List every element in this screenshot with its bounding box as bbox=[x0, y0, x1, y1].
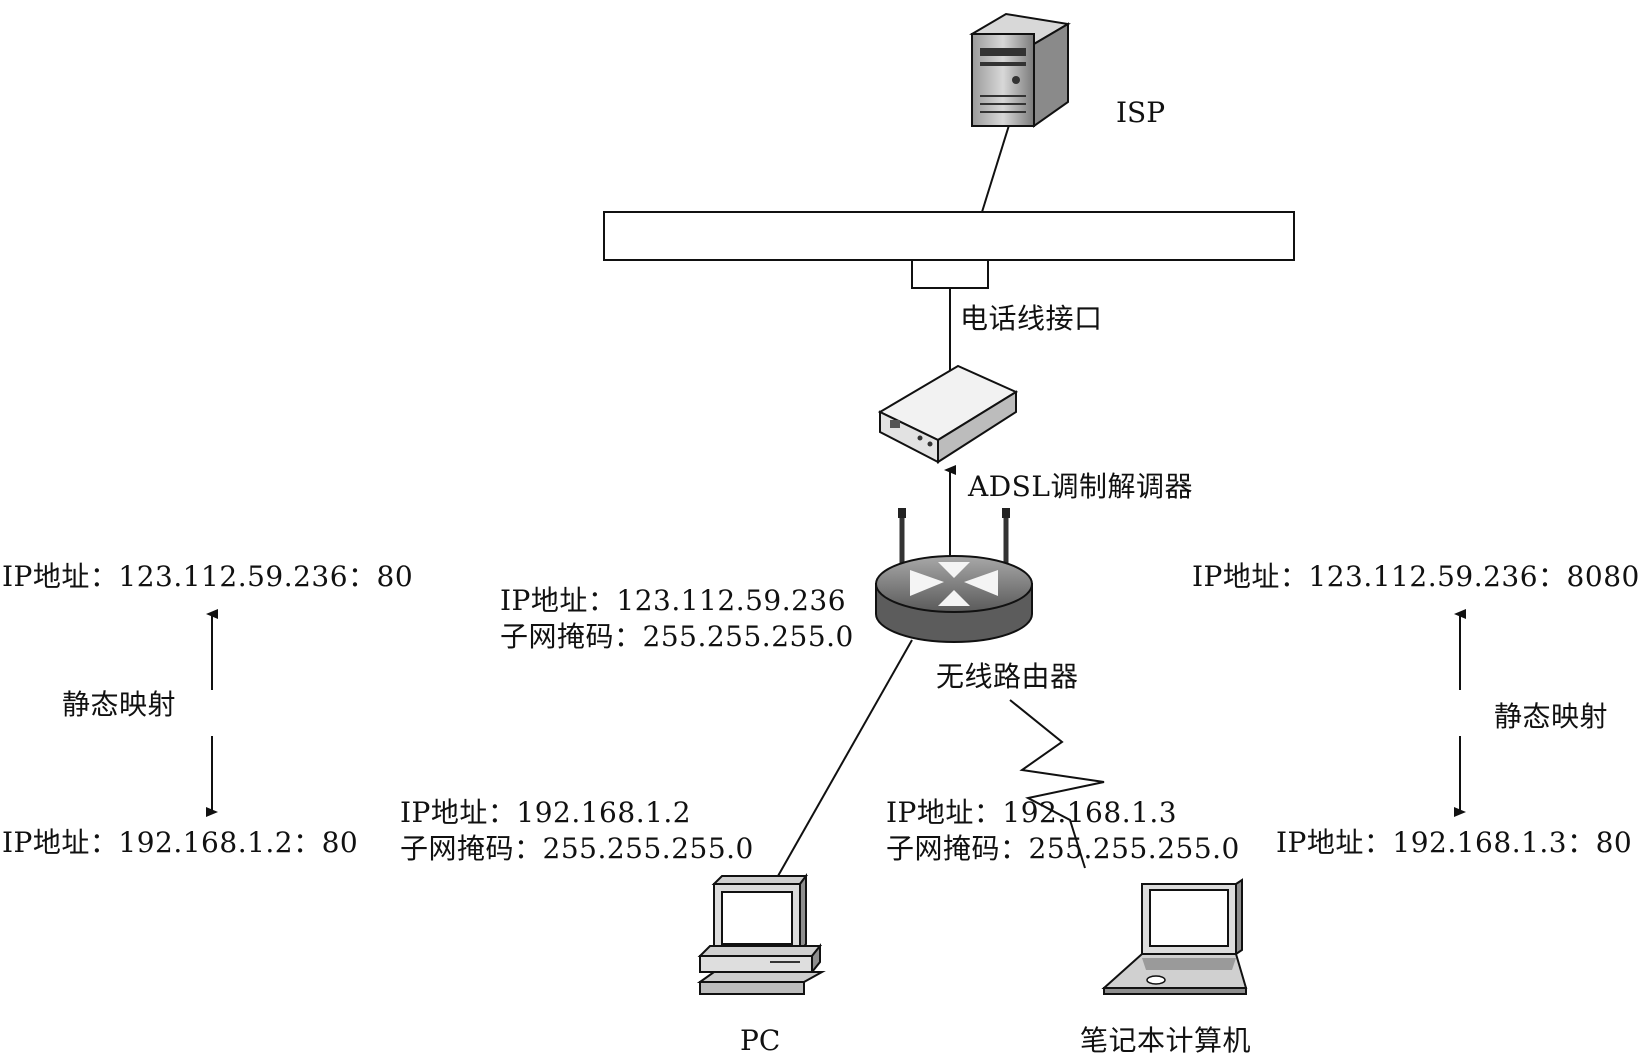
router-icon bbox=[875, 508, 1033, 643]
left-private-address: IP地址：192.168.1.2：80 bbox=[2, 826, 358, 859]
left-mapping-label: 静态映射 bbox=[62, 688, 176, 721]
pc-ip-label: IP地址：192.168.1.2 bbox=[400, 796, 691, 829]
pc-label: PC bbox=[740, 1024, 780, 1054]
laptop-label: 笔记本计算机 bbox=[1080, 1024, 1251, 1054]
router-mask-label: 子网掩码：255.255.255.0 bbox=[500, 620, 854, 653]
isp-label: ISP bbox=[1116, 96, 1165, 129]
modem-icon bbox=[877, 364, 1019, 464]
right-private-address: IP地址：192.168.1.3：80 bbox=[1276, 826, 1632, 859]
wireless-link-icon bbox=[1009, 699, 1105, 869]
router-to-pc-line bbox=[777, 639, 913, 877]
phone-jack-label: 电话线接口 bbox=[960, 302, 1103, 335]
left-public-address: IP地址：123.112.59.236：80 bbox=[2, 560, 413, 593]
laptop-ip-label: IP地址：192.168.1.3 bbox=[886, 796, 1177, 829]
router-label: 无线路由器 bbox=[936, 660, 1079, 693]
right-mapping-label: 静态映射 bbox=[1494, 700, 1608, 733]
server-icon bbox=[969, 12, 1071, 128]
laptop-icon bbox=[1101, 878, 1248, 995]
router-ip-label: IP地址：123.112.59.236 bbox=[500, 584, 846, 617]
isp-to-line bbox=[981, 121, 1011, 213]
laptop-mask-label: 子网掩码：255.255.255.0 bbox=[886, 832, 1240, 865]
phone-jack-port bbox=[911, 259, 989, 289]
pc-icon bbox=[696, 873, 826, 995]
phone-line-bar bbox=[603, 211, 1295, 261]
modem-label: ADSL调制解调器 bbox=[967, 470, 1193, 503]
right-public-address: IP地址：123.112.59.236：8080 bbox=[1192, 560, 1640, 593]
pc-mask-label: 子网掩码：255.255.255.0 bbox=[400, 832, 754, 865]
